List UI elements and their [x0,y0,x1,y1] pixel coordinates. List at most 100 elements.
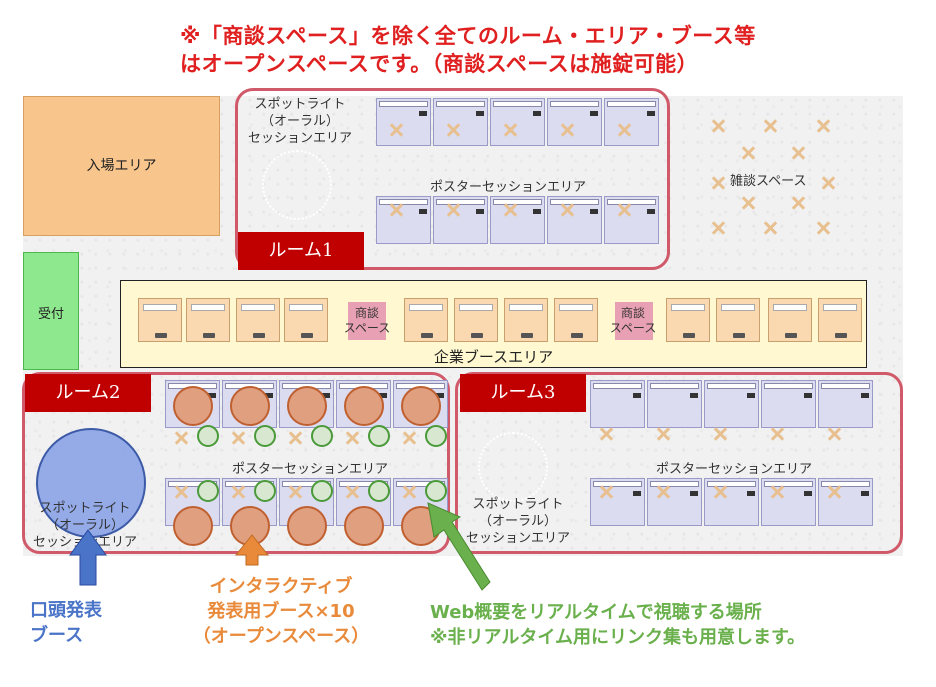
company-booth[interactable] [716,298,760,342]
oral-presentation-booth[interactable] [36,428,146,538]
poster-booth[interactable] [818,380,873,428]
web-viewing-spot[interactable] [254,425,276,447]
interactive-booth[interactable] [401,506,441,546]
meeting-space-2-label: 商談 スペース [609,306,657,335]
oral-booth-callout: 口頭発表 ブース [30,600,102,646]
interactive-booth[interactable] [401,386,441,426]
chair-icon [616,202,632,218]
room-3-spotlight-label: スポットライト （オーラル） セッションエリア [465,497,570,546]
room-1-spotlight-seats [262,150,332,220]
company-booth[interactable] [454,298,498,342]
company-booth[interactable] [404,298,448,342]
chair-icon [712,426,728,442]
interactive-booth[interactable] [287,386,327,426]
company-booth[interactable] [818,298,862,342]
chair-icon [287,484,303,500]
room-1-tag[interactable]: ルーム1 [238,232,364,270]
chair-icon [598,484,614,500]
chair-icon [388,122,404,138]
chair-icon [769,484,785,500]
entrance-area[interactable]: 入場エリア [23,96,220,236]
company-booth[interactable] [666,298,710,342]
chair-icon [820,175,836,191]
chair-icon [815,118,831,134]
chair-icon [287,430,303,446]
interactive-booth[interactable] [287,506,327,546]
chair-icon [445,122,461,138]
chair-icon [559,202,575,218]
company-booth[interactable] [284,298,328,342]
room-3-border [455,372,903,554]
chair-icon [445,202,461,218]
room-1-spotlight-label: スポットライト （オーラル） セッションエリア [247,97,352,146]
chair-icon [762,118,778,134]
room-3-tag[interactable]: ルーム3 [460,374,586,412]
reception-area[interactable]: 受付 [23,252,79,370]
chat-space-label: 雑談スペース [730,174,807,189]
chair-icon [655,484,671,500]
meeting-space-2[interactable] [615,302,653,340]
chair-icon [502,122,518,138]
notice: ※「商談スペース」を除く全てのルーム・エリア・ブース等 はオープンスペースです。… [180,22,900,78]
chair-icon [230,484,246,500]
company-booth[interactable] [236,298,280,342]
company-booth[interactable] [138,298,182,342]
chair-icon [712,484,728,500]
chair-icon [502,202,518,218]
web-viewing-callout: Web概要をリアルタイムで視聴する場所 ※非リアルタイム用にリンク集も用意します… [430,602,806,648]
chair-icon [740,195,756,211]
poster-booth[interactable] [490,98,545,146]
interactive-booth[interactable] [344,386,384,426]
chair-icon [173,484,189,500]
chair-icon [230,430,246,446]
company-booth[interactable] [504,298,548,342]
poster-booth[interactable] [590,380,645,428]
interactive-booth[interactable] [173,506,213,546]
interactive-booth[interactable] [230,506,270,546]
web-viewing-spot[interactable] [197,480,219,502]
web-viewing-spot[interactable] [425,480,447,502]
chair-icon [769,426,785,442]
poster-booth[interactable] [704,380,759,428]
chair-icon [826,484,842,500]
chair-icon [655,426,671,442]
chair-icon [710,175,726,191]
interactive-booth-callout: インタラクティブ 発表用ブース×10 （オープンスペース） [192,576,370,647]
poster-booth[interactable] [647,380,702,428]
meeting-space-1[interactable] [348,302,386,340]
room-3-spotlight-seats [478,432,548,502]
poster-booth[interactable] [647,478,702,526]
room-1-poster-area-label: ポスターセッションエリア [430,180,587,195]
web-viewing-spot[interactable] [368,425,390,447]
company-booth[interactable] [768,298,812,342]
room-2-tag[interactable]: ルーム2 [25,374,151,412]
chair-icon [173,430,189,446]
interactive-booth[interactable] [230,386,270,426]
booth-area-label: 企業ブースエリア [433,348,554,366]
poster-booth[interactable] [818,478,873,526]
company-booth[interactable] [554,298,598,342]
notice-line-1: ※「商談スペース」を除く全てのルーム・エリア・ブース等 [180,24,756,48]
chair-icon [762,220,778,236]
interactive-booth[interactable] [173,386,213,426]
poster-booth[interactable] [761,380,816,428]
chair-icon [826,426,842,442]
chair-icon [815,220,831,236]
meeting-space-1-label: 商談 スペース [343,306,391,335]
chair-icon [401,484,417,500]
interactive-booth[interactable] [344,506,384,546]
web-viewing-spot[interactable] [311,425,333,447]
entrance-label: 入場エリア [86,158,157,174]
company-booth[interactable] [186,298,230,342]
notice-line-2: はオープンスペースです。（商談スペースは施錠可能） [180,52,699,76]
web-viewing-spot[interactable] [254,480,276,502]
room-1-border [235,88,670,270]
room-3-poster-area-label: ポスターセッションエリア [656,462,813,477]
web-viewing-spot[interactable] [425,425,447,447]
room-2-poster-area-label: ポスターセッションエリア [232,462,389,477]
chair-icon [388,202,404,218]
web-viewing-spot[interactable] [311,480,333,502]
web-viewing-spot[interactable] [197,425,219,447]
chair-icon [740,145,756,161]
web-viewing-spot[interactable] [368,480,390,502]
